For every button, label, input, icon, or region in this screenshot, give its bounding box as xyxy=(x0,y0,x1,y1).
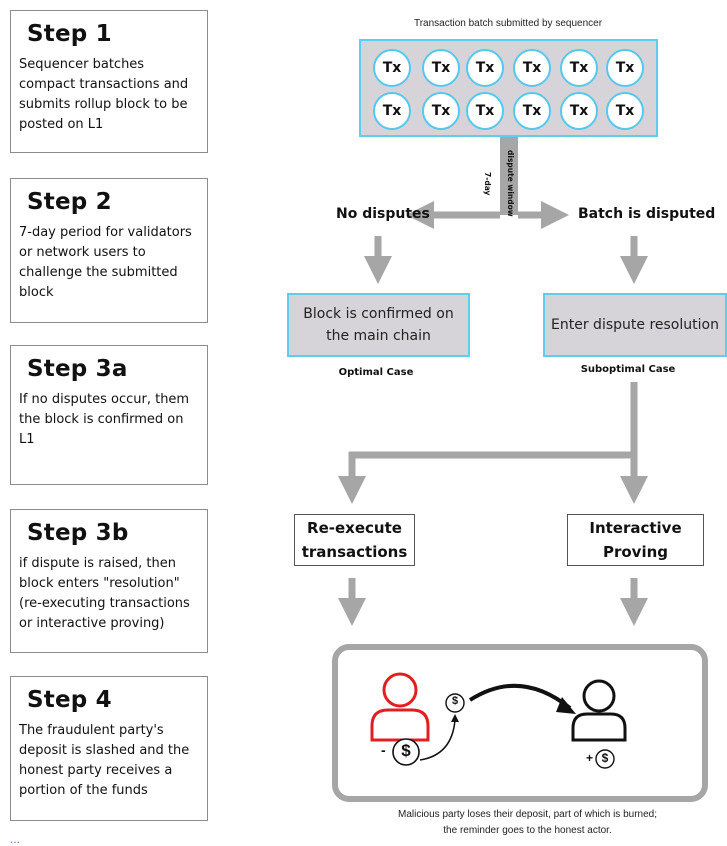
transaction-circle: Tx xyxy=(373,92,411,130)
transaction-circle: Tx xyxy=(466,49,504,87)
step-1-box: Step 1 Sequencer batches compact transac… xyxy=(10,10,208,153)
transaction-circle: Tx xyxy=(373,49,411,87)
reexecute-box: Re-execute transactions xyxy=(294,514,415,566)
interactive-proving-box: Interactive Proving xyxy=(567,514,704,566)
step-3a-box: Step 3a If no disputes occur, them the b… xyxy=(10,345,208,485)
step-description: The fraudulent party's deposit is slashe… xyxy=(19,723,190,798)
arrow-head xyxy=(556,697,576,714)
dollar-coin-icon xyxy=(392,738,420,766)
step-description: Sequencer batches compact transactions a… xyxy=(19,57,189,132)
step-description: if dispute is raised, then block enters … xyxy=(19,556,190,631)
window-day-label: 7-day xyxy=(483,172,492,196)
curved-arrow-icon xyxy=(468,683,572,710)
no-disputes-label: No disputes xyxy=(336,206,430,222)
dollar-reward-text: $ xyxy=(601,751,609,765)
step-title: Step 4 xyxy=(27,687,112,713)
batch-title: Transaction batch submitted by sequencer xyxy=(413,18,603,29)
dispute-window-bar xyxy=(500,137,518,215)
dollar-coin-icon xyxy=(445,693,465,713)
step-title: Step 2 xyxy=(27,189,112,215)
caption-line-2: the reminder goes to the honest actor. xyxy=(443,825,612,836)
step-description: If no disputes occur, them the block is … xyxy=(19,392,190,447)
disputed-label: Batch is disputed xyxy=(578,206,716,222)
transaction-circle: Tx xyxy=(560,92,598,130)
step-3b-box: Step 3b if dispute is raised, then block… xyxy=(10,509,208,653)
reexecute-line-1: Re-execute xyxy=(307,519,402,537)
curved-arrow-icon xyxy=(419,719,456,761)
confirmed-line-1: Block is confirmed on xyxy=(303,306,454,322)
dollar-coin-icon xyxy=(595,749,615,769)
transaction-circle: Tx xyxy=(606,92,644,130)
step-title: Step 1 xyxy=(27,21,112,47)
transaction-circle: Tx xyxy=(513,92,551,130)
outcome-caption: Malicious party loses their deposit, par… xyxy=(340,807,715,839)
plus-sign-text: + xyxy=(586,751,594,765)
suboptimal-case-label: Suboptimal Case xyxy=(580,364,676,375)
step-2-box: Step 2 7-day period for validators or ne… xyxy=(10,178,208,323)
user-icon xyxy=(571,679,627,742)
outcome-box xyxy=(332,644,708,802)
transaction-circle: Tx xyxy=(422,92,460,130)
transaction-circle: Tx xyxy=(422,49,460,87)
transaction-circle: Tx xyxy=(606,49,644,87)
dispute-resolution-box: Enter dispute resolution xyxy=(543,293,727,357)
optimal-case-label: Optimal Case xyxy=(338,367,414,378)
dollar-deposit-text: $ xyxy=(401,741,411,760)
step-description: 7-day period for validators or network u… xyxy=(19,225,192,300)
reexecute-line-2: transactions xyxy=(301,543,408,561)
window-label: dispute window xyxy=(506,150,515,217)
transaction-circle: Tx xyxy=(513,49,551,87)
caption-line-1: Malicious party loses their deposit, par… xyxy=(397,809,657,820)
step-title: Step 3a xyxy=(27,356,128,382)
confirmed-box: Block is confirmed on the main chain xyxy=(287,293,470,357)
step-4-box: Step 4 The fraudulent party's deposit is… xyxy=(10,676,208,821)
step-title: Step 3b xyxy=(27,520,129,546)
dispute-resolution-label: Enter dispute resolution xyxy=(551,317,719,333)
dollar-small-text: $ xyxy=(451,695,459,707)
partial-logo-text: ... xyxy=(10,832,21,846)
minus-sign-text: - xyxy=(381,742,386,758)
proving-line-2: Proving xyxy=(602,543,669,561)
transaction-circle: Tx xyxy=(560,49,598,87)
user-icon xyxy=(370,672,430,742)
transaction-circle: Tx xyxy=(466,92,504,130)
confirmed-line-2: the main chain xyxy=(326,328,431,344)
proving-line-1: Interactive xyxy=(589,519,682,537)
